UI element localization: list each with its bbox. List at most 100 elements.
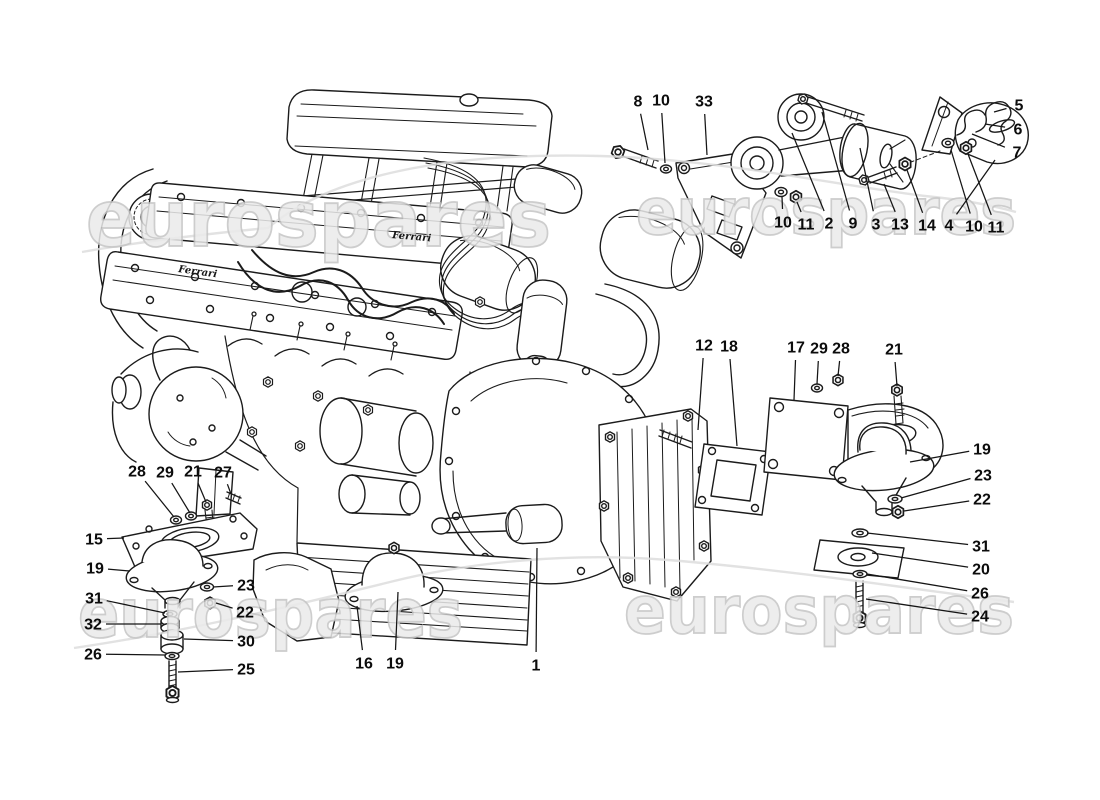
watermark-text: eurospares — [86, 175, 551, 265]
part-number-label: 23 — [237, 578, 255, 595]
starter-motor — [319, 397, 434, 516]
part-number-label: 29 — [156, 465, 174, 482]
front-mount-assembly — [121, 467, 258, 704]
part-number-label: 18 — [720, 339, 738, 356]
part-number-label: 28 — [128, 464, 146, 481]
leader-lines — [105, 107, 1007, 673]
part-number-label: 32 — [84, 617, 102, 634]
leader-line — [661, 112, 666, 164]
leader-line — [197, 482, 207, 503]
ferrari-script-badge: Ferrari — [391, 230, 432, 244]
leader-line — [796, 201, 802, 213]
leader-line — [105, 653, 166, 656]
part-number-label: 22 — [236, 605, 254, 622]
part-number-label: 12 — [695, 338, 713, 355]
leader-line — [903, 500, 970, 512]
leader-line — [906, 169, 924, 214]
watermark-text: eurospares — [624, 572, 1014, 649]
leader-line — [639, 113, 649, 151]
leader-line — [865, 598, 968, 615]
leader-line — [793, 359, 797, 401]
part-number-label: 19 — [86, 561, 104, 578]
leader-line — [106, 600, 166, 614]
part-number-label: 5 — [1015, 98, 1024, 115]
part-number-label: 21 — [885, 342, 903, 359]
leader-line — [144, 480, 175, 518]
leader-line — [967, 153, 992, 216]
part-number-label: 7 — [1013, 145, 1022, 162]
leader-line — [900, 477, 971, 499]
cam-cover-rear — [145, 182, 513, 269]
watermark-text: eurospares — [78, 575, 463, 654]
leader-line — [950, 149, 971, 214]
part-number-label: 10 — [965, 219, 983, 236]
part-number-label: 10 — [652, 93, 670, 110]
part-number-label: 19 — [973, 442, 991, 459]
part-number-label: 33 — [695, 94, 713, 111]
leader-line — [697, 357, 704, 431]
leader-line — [212, 585, 234, 588]
part-number-label: 25 — [237, 662, 255, 679]
part-number-label: 24 — [971, 609, 989, 626]
leader-line — [171, 482, 191, 514]
distributor-caps — [440, 164, 704, 314]
alternator — [111, 335, 267, 471]
intake-ports — [227, 311, 404, 377]
part-number-label: 26 — [971, 586, 989, 603]
cam-cover-front — [100, 251, 463, 360]
part-number-label: 17 — [787, 340, 805, 357]
engine-illustration — [97, 89, 1029, 704]
leader-line — [984, 123, 1006, 128]
part-number-label: 31 — [85, 591, 103, 608]
leader-line — [909, 450, 970, 463]
leader-line — [859, 147, 874, 212]
tie-rod — [431, 503, 563, 545]
leader-line — [883, 183, 896, 213]
part-number-label: 16 — [355, 656, 373, 673]
leader-line — [993, 107, 1007, 113]
leader-line — [971, 133, 1006, 148]
part-number-label: 20 — [972, 562, 990, 579]
car-silhouette-bottom — [73, 556, 1015, 650]
leader-line — [356, 605, 364, 651]
leader-line — [704, 113, 708, 156]
leader-line — [821, 111, 851, 211]
leader-line — [791, 132, 825, 212]
leader-line — [106, 537, 125, 540]
leader-line — [215, 602, 233, 609]
part-number-label: 14 — [918, 218, 936, 235]
part-number-label: 6 — [1014, 122, 1023, 139]
part-number-label: 9 — [849, 216, 858, 233]
leader-line — [183, 638, 234, 642]
part-number-label: 10 — [774, 215, 792, 232]
part-number-label: 28 — [832, 341, 850, 358]
part-number-label: 31 — [972, 539, 990, 556]
leader-line — [177, 668, 234, 673]
part-number-label: 22 — [973, 492, 991, 509]
leader-line — [226, 483, 232, 495]
part-number-label: 27 — [214, 465, 232, 482]
gearbox-case — [598, 408, 712, 602]
part-number-label: 1 — [532, 658, 541, 675]
leader-line — [866, 532, 969, 546]
part-number-label: 26 — [84, 647, 102, 664]
part-number-label: 3 — [872, 217, 881, 234]
part-number-label: 15 — [85, 532, 103, 549]
part-number-label: 21 — [184, 464, 202, 481]
leader-line — [871, 552, 969, 568]
leader-line — [837, 360, 841, 377]
ignition-wires — [237, 249, 455, 325]
fuel-lines — [423, 157, 561, 330]
part-number-label: 11 — [798, 217, 815, 234]
part-number-label: 2 — [825, 216, 834, 233]
leader-line — [816, 360, 819, 385]
part-number-label: 23 — [974, 468, 992, 485]
part-number-label: 8 — [634, 94, 643, 111]
rear-mount-assembly — [658, 373, 944, 629]
part-number-label: 4 — [945, 218, 954, 235]
part-number-label: 30 — [237, 634, 255, 651]
leader-line — [394, 591, 399, 651]
